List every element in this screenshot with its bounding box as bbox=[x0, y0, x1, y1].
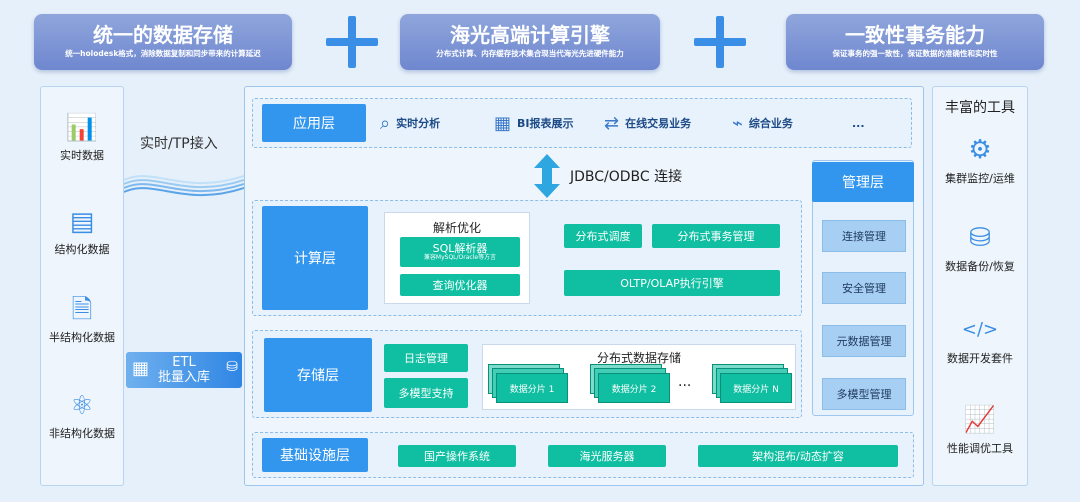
banner-transaction: 一致性事务能力 保证事务的强一致性，保证数据的准确性和实时性 bbox=[786, 14, 1044, 70]
management-layer-label: 管理层 bbox=[812, 162, 914, 202]
infra-layer-label: 基础设施层 bbox=[262, 438, 368, 472]
source-unstructured: ⚛ 非结构化数据 bbox=[41, 391, 123, 441]
realtime-data-icon: 📊 bbox=[65, 113, 99, 143]
tool-label: 性能调优工具 bbox=[947, 442, 1013, 455]
banner-title: 海光高端计算引擎 bbox=[450, 23, 610, 47]
source-structured: ▤ 结构化数据 bbox=[41, 207, 123, 257]
banner-subtitle: 统一holodesk格式，消除数据复制和同步带来的计算延迟 bbox=[65, 49, 261, 58]
realtime-stream-wave bbox=[124, 175, 244, 197]
oltp-olap-engine: OLTP/OLAP执行引擎 bbox=[564, 270, 780, 296]
etl-grid-icon: ▦ bbox=[132, 358, 150, 379]
mgmt-connection: 连接管理 bbox=[822, 220, 906, 252]
integrated-business-icon: ⌁ bbox=[732, 112, 743, 134]
data-shard-1: 数据分片 1 bbox=[496, 373, 568, 403]
plus-icon bbox=[694, 16, 746, 68]
mgmt-metadata: 元数据管理 bbox=[822, 325, 906, 357]
source-semi-structured: 🗎 半结构化数据 bbox=[41, 295, 123, 345]
app-label: 综合业务 bbox=[748, 117, 793, 130]
app-more: ... bbox=[852, 116, 865, 130]
compute-layer-label: 计算层 bbox=[262, 206, 368, 310]
realtime-ingest-label: 实时/TP接入 bbox=[140, 136, 218, 152]
multi-model-support: 多模型支持 bbox=[384, 378, 468, 408]
double-arrow-icon bbox=[534, 154, 560, 198]
banner-unified-storage: 统一的数据存储 统一holodesk格式，消除数据复制和同步带来的计算延迟 bbox=[34, 14, 292, 70]
banner-title: 一致性事务能力 bbox=[845, 23, 985, 47]
plus-icon bbox=[326, 16, 378, 68]
app-item-bi-report: ▦ BI报表展示 bbox=[494, 110, 574, 136]
source-realtime: 📊 实时数据 bbox=[41, 113, 123, 163]
mgmt-security: 安全管理 bbox=[822, 272, 906, 304]
tool-database-backup: ⛁ 数据备份/恢复 bbox=[932, 222, 1028, 274]
data-shard-n: 数据分片 N bbox=[720, 373, 792, 403]
source-label: 结构化数据 bbox=[54, 243, 110, 256]
sql-parser-label: SQL解析器 bbox=[432, 241, 488, 255]
source-label: 实时数据 bbox=[60, 149, 104, 162]
tool-label: 集群监控/运维 bbox=[945, 172, 1015, 185]
mgmt-multi-model: 多模型管理 bbox=[822, 378, 906, 410]
query-optimizer: 查询优化器 bbox=[400, 274, 520, 296]
log-management: 日志管理 bbox=[384, 344, 468, 372]
unstructured-data-icon: ⚛ bbox=[70, 391, 94, 421]
banner-title: 统一的数据存储 bbox=[93, 23, 233, 47]
infra-hybrid-scaling: 架构混布/动态扩容 bbox=[698, 445, 898, 467]
source-label: 半结构化数据 bbox=[49, 331, 115, 344]
app-item-integrated-business: ⌁ 综合业务 bbox=[732, 110, 793, 136]
tool-dev-kit: </> 数据开发套件 bbox=[932, 314, 1028, 366]
bi-report-icon: ▦ bbox=[494, 112, 512, 134]
database-backup-icon: ⛁ bbox=[969, 223, 991, 253]
realtime-analysis-icon: ⌕ bbox=[380, 112, 391, 134]
app-layer-label: 应用层 bbox=[262, 104, 366, 142]
infra-hygon-server: 海光服务器 bbox=[548, 445, 666, 467]
distributed-scheduling: 分布式调度 bbox=[564, 224, 642, 248]
distributed-transaction: 分布式事务管理 bbox=[652, 224, 780, 248]
storage-layer-label: 存储层 bbox=[264, 338, 372, 412]
tool-label: 数据开发套件 bbox=[947, 352, 1013, 365]
performance-tuning-icon: 📈 bbox=[963, 405, 997, 435]
sql-parser-note: 兼容MySQL/Oracle等方言 bbox=[423, 253, 497, 261]
structured-data-icon: ▤ bbox=[69, 207, 95, 237]
shard-ellipsis: ... bbox=[678, 374, 692, 390]
distributed-storage-title: 分布式数据存储 bbox=[596, 351, 681, 365]
etl-batch-box: ▦ ETL 批量入库 ⛁ bbox=[126, 352, 242, 388]
source-label: 非结构化数据 bbox=[49, 427, 115, 440]
online-transaction-icon: ⇄ bbox=[604, 112, 620, 134]
banner-subtitle: 分布式计算、内存缓存技术集合现当代海光先进硬件能力 bbox=[436, 49, 624, 58]
data-sources-panel: 📊 实时数据 ▤ 结构化数据 🗎 半结构化数据 ⚛ 非结构化数据 bbox=[40, 86, 124, 486]
infra-domestic-os: 国产操作系统 bbox=[398, 445, 516, 467]
sql-parser: SQL解析器 兼容MySQL/Oracle等方言 bbox=[400, 237, 520, 267]
tool-label: 数据备份/恢复 bbox=[945, 260, 1015, 273]
parse-optimize-title: 解析优化 bbox=[432, 221, 481, 235]
database-icon: ⛁ bbox=[226, 359, 238, 375]
banner-compute-engine: 海光高端计算引擎 分布式计算、内存缓存技术集合现当代海光先进硬件能力 bbox=[400, 14, 660, 70]
cluster-monitor-icon: ⚙ bbox=[968, 135, 992, 165]
semi-structured-data-icon: 🗎 bbox=[71, 295, 93, 325]
etl-label: ETL bbox=[172, 355, 196, 370]
dev-kit-icon: </> bbox=[961, 319, 999, 340]
app-item-online-transaction: ⇄ 在线交易业务 bbox=[604, 110, 691, 136]
connector-label: JDBC/ODBC 连接 bbox=[570, 169, 683, 185]
etl-batch-label: 批量入库 bbox=[157, 370, 210, 385]
tools-title: 丰富的工具 bbox=[945, 100, 1015, 116]
app-label: BI报表展示 bbox=[517, 117, 574, 130]
banner-subtitle: 保证事务的强一致性，保证数据的准确性和实时性 bbox=[832, 49, 998, 58]
app-item-realtime-analysis: ⌕ 实时分析 bbox=[380, 110, 440, 136]
tool-cluster-monitor: ⚙ 集群监控/运维 bbox=[932, 134, 1028, 186]
app-label: 在线交易业务 bbox=[625, 117, 692, 130]
tool-performance-tuning: 📈 性能调优工具 bbox=[932, 404, 1028, 456]
data-shard-2: 数据分片 2 bbox=[598, 373, 670, 403]
tools-panel bbox=[932, 86, 1028, 486]
app-label: 实时分析 bbox=[396, 117, 441, 130]
